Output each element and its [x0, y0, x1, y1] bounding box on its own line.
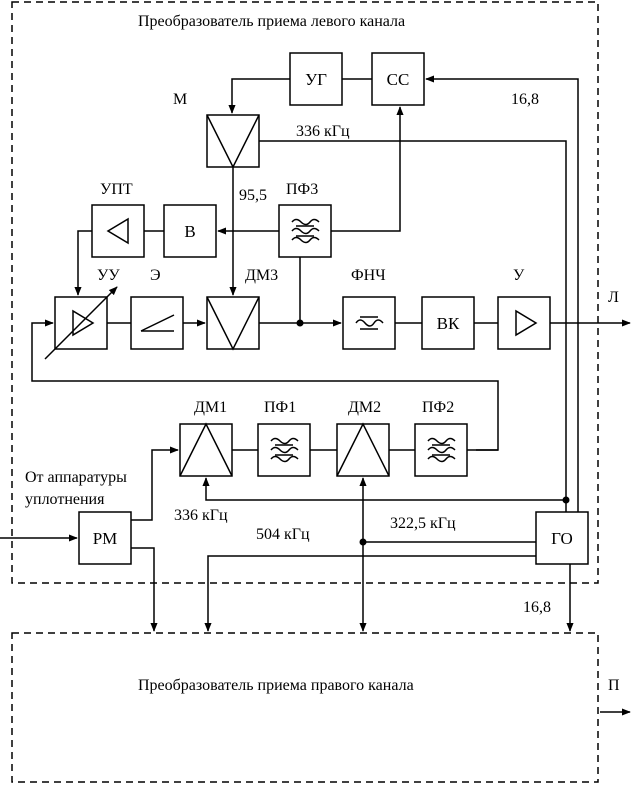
left-channel-title: Преобразователь приема левого канала	[138, 13, 405, 30]
block-fnch	[342, 296, 396, 350]
label-u: У	[513, 267, 525, 284]
label-uu: УУ	[97, 267, 120, 284]
block-e	[130, 296, 184, 350]
block-pf3	[278, 204, 332, 258]
left-channel-frame	[11, 1, 599, 584]
block-pf1	[257, 423, 311, 477]
label-336-top: 336 кГц	[296, 123, 350, 140]
label-m: М	[173, 91, 187, 108]
label-322-5: 322,5 кГц	[390, 515, 456, 532]
label-e: Э	[150, 267, 161, 284]
output-p: П	[608, 677, 620, 694]
block-vk: ВК	[421, 296, 475, 350]
block-uu	[44, 286, 118, 360]
label-fnch: ФНЧ	[351, 267, 386, 284]
label-336-bottom: 336 кГц	[174, 507, 228, 524]
label-pf1: ПФ1	[264, 399, 296, 416]
label-504: 504 кГц	[256, 526, 310, 543]
svg-text:УГ: УГ	[305, 70, 327, 89]
right-channel-title: Преобразователь приема правого канала	[138, 677, 414, 694]
block-m	[206, 114, 260, 169]
svg-text:ГО: ГО	[551, 529, 573, 548]
svg-text:РМ: РМ	[93, 529, 118, 548]
block-ug: УГ	[289, 52, 343, 106]
junction-node	[296, 319, 304, 327]
block-upt	[91, 204, 145, 258]
label-upt: УПТ	[100, 181, 133, 198]
label-16-8-top: 16,8	[511, 91, 539, 108]
label-16-8-bottom: 16,8	[523, 599, 551, 616]
block-rm: РМ	[78, 511, 132, 565]
block-pf2	[414, 423, 468, 477]
input-label-line1: От аппаратуры	[25, 469, 127, 486]
block-go: ГО	[535, 511, 589, 565]
block-u	[497, 296, 551, 350]
block-ss: СС	[371, 52, 425, 106]
label-pf2: ПФ2	[422, 399, 454, 416]
label-pf3: ПФ3	[286, 181, 318, 198]
input-label-line2: уплотнения	[25, 491, 105, 508]
svg-text:В: В	[184, 222, 195, 241]
block-dm2	[336, 422, 390, 477]
svg-text:ВК: ВК	[437, 314, 460, 333]
label-dm3: ДМ3	[245, 267, 278, 284]
block-dm1	[179, 422, 233, 477]
label-dm1: ДМ1	[194, 399, 227, 416]
svg-text:СС: СС	[387, 70, 410, 89]
block-v: В	[163, 204, 217, 258]
label-dm2: ДМ2	[348, 399, 381, 416]
right-channel-frame	[11, 632, 599, 783]
output-l: Л	[608, 289, 619, 306]
block-dm3	[206, 296, 260, 351]
label-95-5: 95,5	[239, 187, 267, 204]
